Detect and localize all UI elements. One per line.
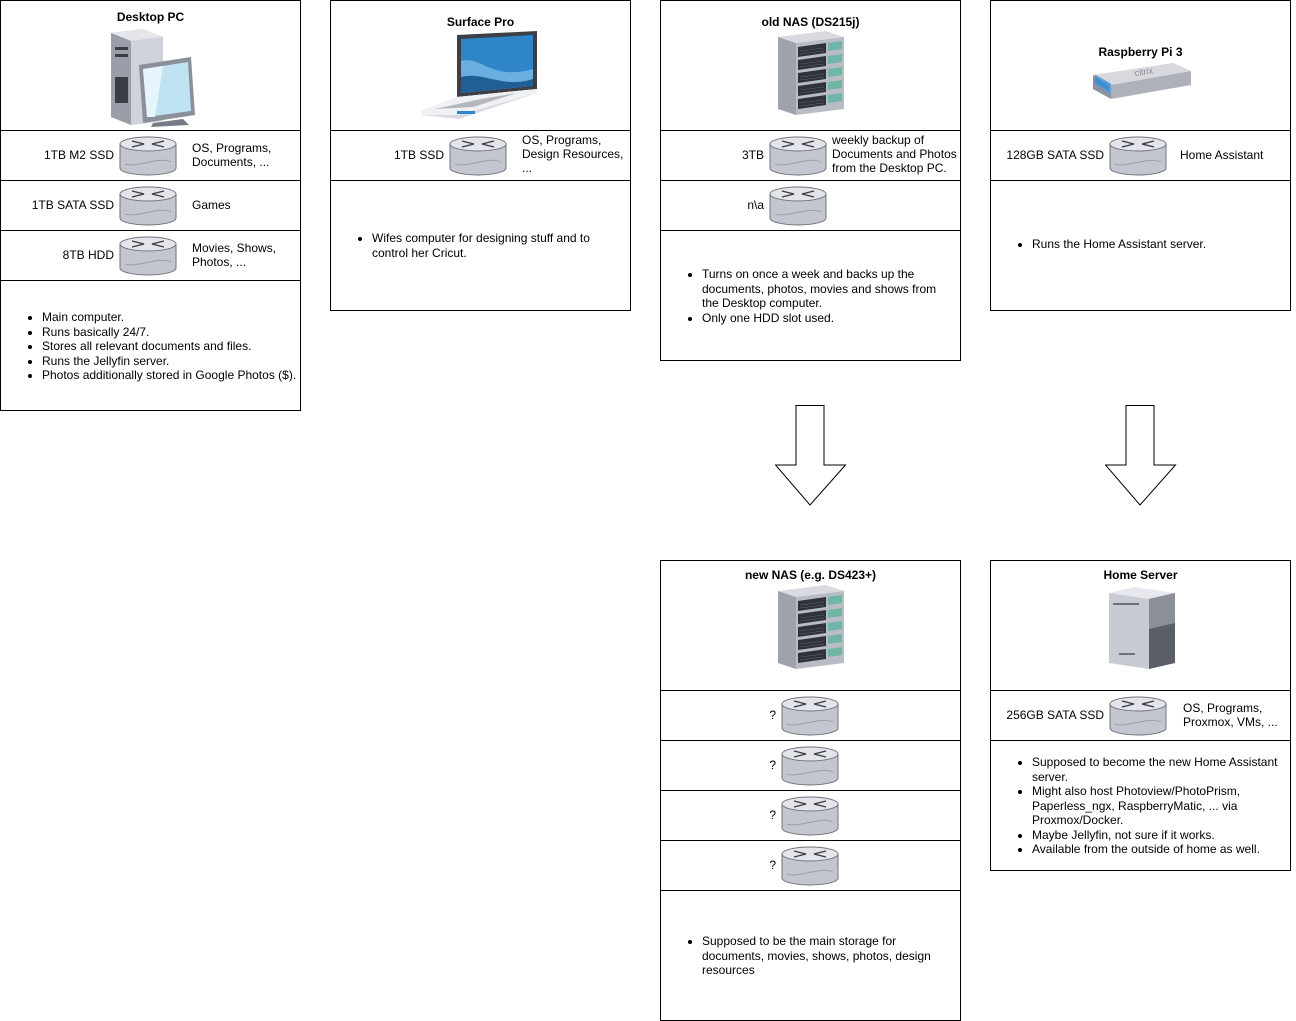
- card-title: old NAS (DS215j): [761, 15, 860, 29]
- card-old-nas: old NAS (DS215j) 3TB weekly backup of Do…: [660, 0, 961, 361]
- hard-disk-icon: [769, 186, 827, 226]
- card-home-server: Home Server 256GB SATA SSD OS, Programs,…: [990, 560, 1291, 871]
- note-item: Runs the Jellyfin server.: [42, 354, 300, 369]
- down-arrow-icon: [775, 405, 847, 506]
- hard-disk-icon: [1109, 696, 1167, 736]
- drive-size: 1TB M2 SSD: [43, 148, 114, 162]
- note-item: Supposed to be the main storage for docu…: [702, 934, 940, 978]
- note-item: Stores all relevant documents and files.: [42, 339, 300, 354]
- note-item: Runs the Home Assistant server.: [1032, 237, 1290, 252]
- drive-size: 128GB SATA SSD: [1006, 148, 1104, 162]
- card-title: Raspberry Pi 3: [1098, 45, 1183, 59]
- card-notes: Runs the Home Assistant server.: [991, 181, 1290, 252]
- drive-row: ?: [661, 841, 960, 891]
- hard-disk-icon: [1109, 136, 1167, 176]
- tower-server-icon: [991, 585, 1290, 671]
- card-header: Home Server: [991, 561, 1290, 691]
- card-header: new NAS (e.g. DS423+): [661, 561, 960, 691]
- card-header: Desktop PC: [1, 1, 300, 131]
- drive-description: Games: [192, 198, 231, 212]
- server-rack-icon: [661, 585, 960, 669]
- hard-disk-icon: [119, 236, 177, 276]
- drive-row: 1TB SATA SSD Games: [1, 181, 300, 231]
- drive-description: OS, Programs, Documents, ...: [192, 141, 272, 169]
- hard-disk-icon: [781, 696, 839, 736]
- hard-disk-icon: [781, 746, 839, 786]
- drive-row: 1TB SSD OS, Programs, Design Resources, …: [331, 131, 630, 181]
- card-title: Home Server: [1103, 568, 1178, 582]
- note-item: Might also host Photoview/PhotoPrism, Pa…: [1032, 784, 1282, 828]
- drive-row: 128GB SATA SSD Home Assistant: [991, 131, 1290, 181]
- card-notes: Turns on once a week and backs up the do…: [661, 231, 960, 325]
- drive-description: Home Assistant: [1180, 148, 1264, 162]
- hard-disk-icon: [781, 796, 839, 836]
- note-item: Runs basically 24/7.: [42, 325, 300, 340]
- note-item: Wifes computer for designing stuff and t…: [372, 231, 610, 260]
- svg-text:citrix: citrix: [1133, 65, 1153, 78]
- card-title: Desktop PC: [116, 10, 185, 24]
- note-item: Photos additionally stored in Google Pho…: [42, 368, 300, 383]
- drive-row: 256GB SATA SSD OS, Programs, Proxmox, VM…: [991, 691, 1290, 741]
- drive-row: ?: [661, 741, 960, 791]
- card-header: Raspberry Pi 3 citrix: [991, 1, 1290, 131]
- note-item: Turns on once a week and backs up the do…: [702, 267, 940, 311]
- note-item: Only one HDD slot used.: [702, 311, 940, 326]
- drive-size: ?: [769, 708, 776, 722]
- drive-description: OS, Programs, Proxmox, VMs, ...: [1183, 701, 1278, 729]
- card-title: new NAS (e.g. DS423+): [744, 568, 877, 582]
- drive-size: ?: [769, 858, 776, 872]
- drive-size: 1TB SSD: [393, 148, 444, 162]
- drive-size: 1TB SATA SSD: [31, 198, 114, 212]
- drive-size: 8TB HDD: [62, 248, 114, 262]
- drive-row: 1TB M2 SSD OS, Programs, Documents, ...: [1, 131, 300, 181]
- drive-row: ?: [661, 791, 960, 841]
- card-notes: Supposed to be the main storage for docu…: [661, 891, 960, 978]
- card-notes: Wifes computer for designing stuff and t…: [331, 181, 630, 260]
- server-rack-icon: [661, 31, 960, 115]
- down-arrow-icon: [1105, 405, 1177, 506]
- card-header: old NAS (DS215j): [661, 1, 960, 131]
- note-item: Available from the outside of home as we…: [1032, 842, 1282, 857]
- note-item: Maybe Jellyfin, not sure if it works.: [1032, 828, 1282, 843]
- drive-size: n\a: [747, 198, 764, 212]
- rack-unit-icon: citrix: [991, 61, 1290, 101]
- hard-disk-icon: [119, 186, 177, 226]
- note-item: Main computer.: [42, 310, 300, 325]
- drive-size: 3TB: [741, 148, 764, 162]
- drive-size: 256GB SATA SSD: [1006, 708, 1104, 722]
- hard-disk-icon: [769, 136, 827, 176]
- drive-size: ?: [769, 808, 776, 822]
- card-notes: Supposed to become the new Home Assistan…: [991, 741, 1290, 857]
- card-new-nas: new NAS (e.g. DS423+) ? ? ? ? Supposed t…: [660, 560, 961, 1021]
- drive-row: n\a: [661, 181, 960, 231]
- card-desktop-pc: Desktop PC 1TB M2 SSD OS, Programs, Docu…: [0, 0, 301, 411]
- card-surface-pro: Surface Pro 1TB SSD OS, Programs, Design…: [330, 0, 631, 311]
- hard-disk-icon: [119, 136, 177, 176]
- desktop-computer-icon: [1, 27, 300, 127]
- drive-row: ?: [661, 691, 960, 741]
- drive-description: weekly backup of Documents and Photos fr…: [832, 133, 957, 175]
- card-raspberry-pi: Raspberry Pi 3 citrix 128GB SATA SSD Hom…: [990, 0, 1291, 311]
- drive-size: ?: [769, 758, 776, 772]
- note-item: Supposed to become the new Home Assistan…: [1032, 755, 1282, 784]
- drive-description: Movies, Shows, Photos, ...: [192, 241, 277, 269]
- card-notes: Main computer. Runs basically 24/7. Stor…: [1, 281, 300, 383]
- hard-disk-icon: [449, 136, 507, 176]
- card-header: Surface Pro: [331, 1, 630, 131]
- hard-disk-icon: [781, 846, 839, 886]
- laptop-icon: [331, 31, 630, 119]
- drive-row: 8TB HDD Movies, Shows, Photos, ...: [1, 231, 300, 281]
- card-title: Surface Pro: [446, 15, 515, 29]
- drive-description: OS, Programs, Design Resources, ...: [522, 133, 624, 175]
- drive-row: 3TB weekly backup of Documents and Photo…: [661, 131, 960, 181]
